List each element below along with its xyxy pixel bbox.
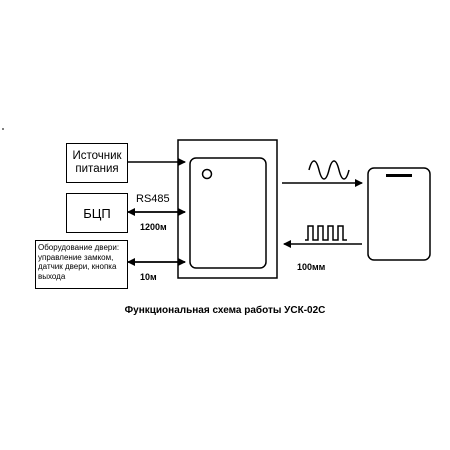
card-data-signal bbox=[283, 225, 362, 248]
rf-field-signal bbox=[282, 160, 363, 187]
rs485-label: RS485 bbox=[136, 193, 170, 205]
led-indicator bbox=[201, 168, 213, 180]
door-equipment-box: Оборудование двери: управление замком, д… bbox=[35, 240, 128, 289]
distance-10m-label: 10м bbox=[140, 272, 157, 282]
power-source-label: Источник питания bbox=[72, 150, 122, 175]
bcp-label: БЦП bbox=[83, 205, 111, 221]
bcp-box: БЦП bbox=[66, 193, 128, 233]
door-equipment-label: Оборудование двери: управление замком, д… bbox=[38, 243, 120, 281]
diagram-caption: Функциональная схема работы УСК-02С bbox=[124, 305, 326, 316]
controller-device bbox=[177, 139, 278, 279]
distance-100mm-label: 100мм bbox=[297, 262, 326, 272]
rfid-card bbox=[367, 167, 431, 261]
distance-1200m-label: 1200м bbox=[140, 222, 167, 232]
power-source-box: Источник питания bbox=[66, 143, 128, 183]
